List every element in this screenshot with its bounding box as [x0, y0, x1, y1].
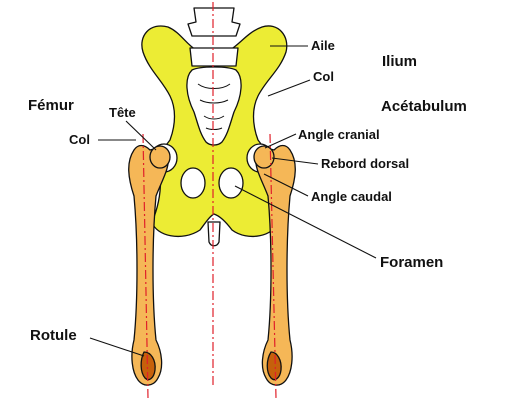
pointer-angle-caudal: [263, 173, 309, 197]
patella-left: [140, 351, 156, 381]
femur-head-right: [253, 145, 275, 169]
tail-vertebra: [207, 221, 221, 247]
label-femur: Fémur: [28, 97, 74, 114]
pointer-foramen: [234, 185, 377, 259]
sacrum-detail: [197, 83, 231, 130]
femur-left: [128, 144, 169, 386]
axis-femur-right: [269, 133, 277, 399]
label-angle-cranial: Angle cranial: [298, 127, 380, 142]
label-angle-caudal: Angle caudal: [311, 189, 392, 204]
label-rebord-dorsal: Rebord dorsal: [321, 156, 409, 171]
lumbar-vertebra-upper: [187, 7, 241, 37]
pointer-angle-cranial: [264, 133, 297, 149]
label-col-femur: Col: [69, 132, 90, 147]
label-rotule: Rotule: [30, 327, 77, 344]
label-col-ilium: Col: [313, 69, 334, 84]
label-tete: Tête: [109, 105, 136, 120]
axis-femur-left: [142, 133, 149, 399]
label-acetabulum: Acétabulum: [381, 98, 467, 115]
label-foramen: Foramen: [380, 254, 443, 271]
pointer-col-ilium: [267, 79, 311, 97]
label-ilium: Ilium: [382, 53, 417, 70]
sacrum: [186, 66, 242, 146]
pointer-rotule: [89, 337, 145, 357]
lumbar-vertebra: [189, 47, 239, 67]
foramen-right: [218, 167, 244, 199]
pointer-rebord-dorsal: [271, 157, 319, 165]
foramen-left: [180, 167, 206, 199]
femur-head-left: [149, 145, 171, 169]
femur-right: [255, 144, 296, 386]
pointer-tete: [125, 120, 157, 151]
label-aile: Aile: [311, 38, 335, 53]
patella-right: [266, 351, 282, 381]
